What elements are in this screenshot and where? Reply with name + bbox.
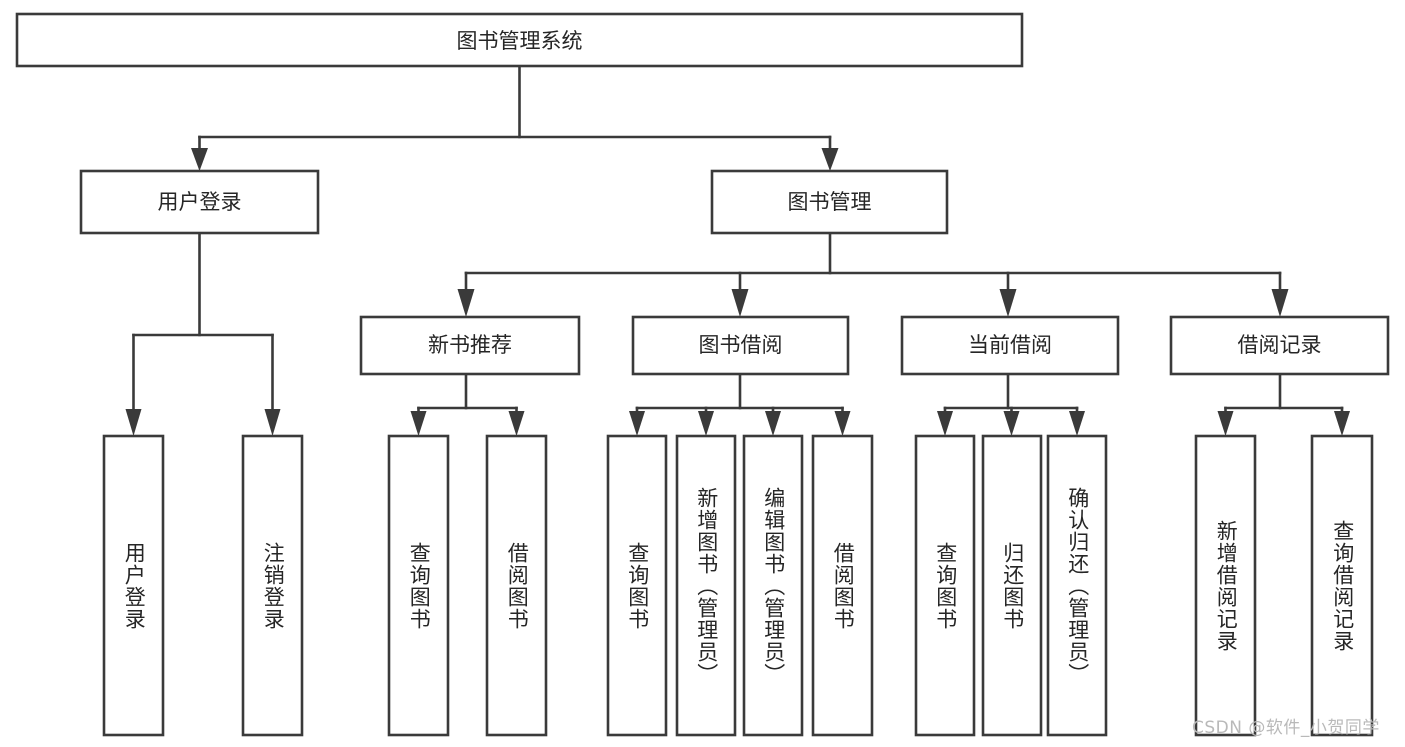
leaf-box-add-borrow-record[interactable] — [1194, 434, 1257, 737]
node-new-book-recommend[interactable]: 新书推荐 — [359, 315, 581, 376]
arrow-leaf-query-book-1 — [410, 411, 427, 436]
leaf-box-query-book-1[interactable] — [387, 434, 450, 737]
leaf-box-query-book-2[interactable] — [606, 434, 668, 737]
edges-borrow-record-to-leaves — [1217, 372, 1350, 436]
node-user-login-box[interactable] — [79, 169, 320, 235]
node-user-login[interactable]: 用户登录 — [79, 169, 320, 235]
node-new-book-recommend-label: 新书推荐 — [428, 333, 512, 357]
node-root[interactable]: 图书管理系统 — [15, 12, 1024, 68]
node-book-borrow-label: 图书借阅 — [699, 333, 783, 357]
node-current-borrow-label: 当前借阅 — [968, 333, 1052, 357]
node-book-manage-label: 图书管理 — [788, 190, 872, 214]
arrow-leaf-query-book-3 — [937, 411, 953, 436]
leaf-boxes — [102, 434, 1374, 737]
edges-book-borrow-to-leaves — [629, 372, 851, 436]
arrow-leaf-confirm-return-admin — [1069, 411, 1085, 436]
node-book-manage[interactable]: 图书管理 — [710, 169, 949, 235]
node-book-borrow[interactable]: 图书借阅 — [631, 315, 850, 376]
arrow-leaf-user-logout — [264, 409, 281, 436]
arrow-to-user-login — [191, 148, 208, 171]
node-user-login-label: 用户登录 — [158, 190, 242, 214]
leaf-box-edit-book-admin[interactable] — [742, 434, 804, 737]
arrow-leaf-query-book-2 — [629, 411, 645, 436]
leaf-box-user-logout[interactable] — [241, 434, 304, 737]
edges-book-manage-to-level3 — [457, 231, 1289, 317]
arrow-leaf-edit-book-admin — [765, 411, 781, 436]
leaf-box-confirm-return-admin[interactable] — [1046, 434, 1108, 737]
node-new-book-recommend-box[interactable] — [359, 315, 581, 376]
arrow-to-book-manage — [821, 148, 839, 171]
node-borrow-record-label: 借阅记录 — [1238, 333, 1322, 357]
leaf-box-return-book[interactable] — [981, 434, 1043, 737]
arrow-to-borrow-record — [1271, 289, 1289, 317]
node-root-box[interactable] — [15, 12, 1024, 68]
node-current-borrow[interactable]: 当前借阅 — [900, 315, 1120, 376]
csdn-watermark: CSDN @软件_小贺同学 — [1192, 718, 1380, 738]
leaf-box-query-borrow-record[interactable] — [1310, 434, 1374, 737]
edges-root-to-level2 — [191, 64, 839, 171]
arrow-leaf-query-borrow-record — [1334, 411, 1350, 436]
node-current-borrow-box[interactable] — [900, 315, 1120, 376]
arrow-leaf-return-book — [1003, 411, 1020, 436]
leaf-box-add-book-admin[interactable] — [675, 434, 737, 737]
arrow-leaf-borrow-book-2 — [834, 411, 851, 436]
node-book-manage-box[interactable] — [710, 169, 949, 235]
node-root-label: 图书管理系统 — [457, 29, 583, 53]
leaf-box-borrow-book-2[interactable] — [811, 434, 874, 737]
edges-user-login-to-leaves — [125, 231, 281, 436]
leaf-box-query-book-3[interactable] — [914, 434, 976, 737]
arrow-to-current-borrow — [999, 289, 1017, 317]
edges-current-borrow-to-leaves — [937, 372, 1085, 436]
arrow-leaf-add-borrow-record — [1217, 411, 1234, 436]
arrow-to-book-borrow — [731, 289, 749, 317]
node-book-borrow-box[interactable] — [631, 315, 850, 376]
arrow-leaf-add-book-admin — [698, 411, 714, 436]
leaf-box-borrow-book-1[interactable] — [485, 434, 548, 737]
arrow-leaf-borrow-book-1 — [508, 411, 525, 436]
node-borrow-record-box[interactable] — [1169, 315, 1390, 376]
arrow-leaf-user-login — [125, 409, 142, 436]
leaf-box-user-login[interactable] — [102, 434, 165, 737]
edges-new-book-recommend-to-leaves — [410, 372, 525, 436]
node-borrow-record[interactable]: 借阅记录 — [1169, 315, 1390, 376]
arrow-to-new-book-recommend — [457, 289, 475, 317]
